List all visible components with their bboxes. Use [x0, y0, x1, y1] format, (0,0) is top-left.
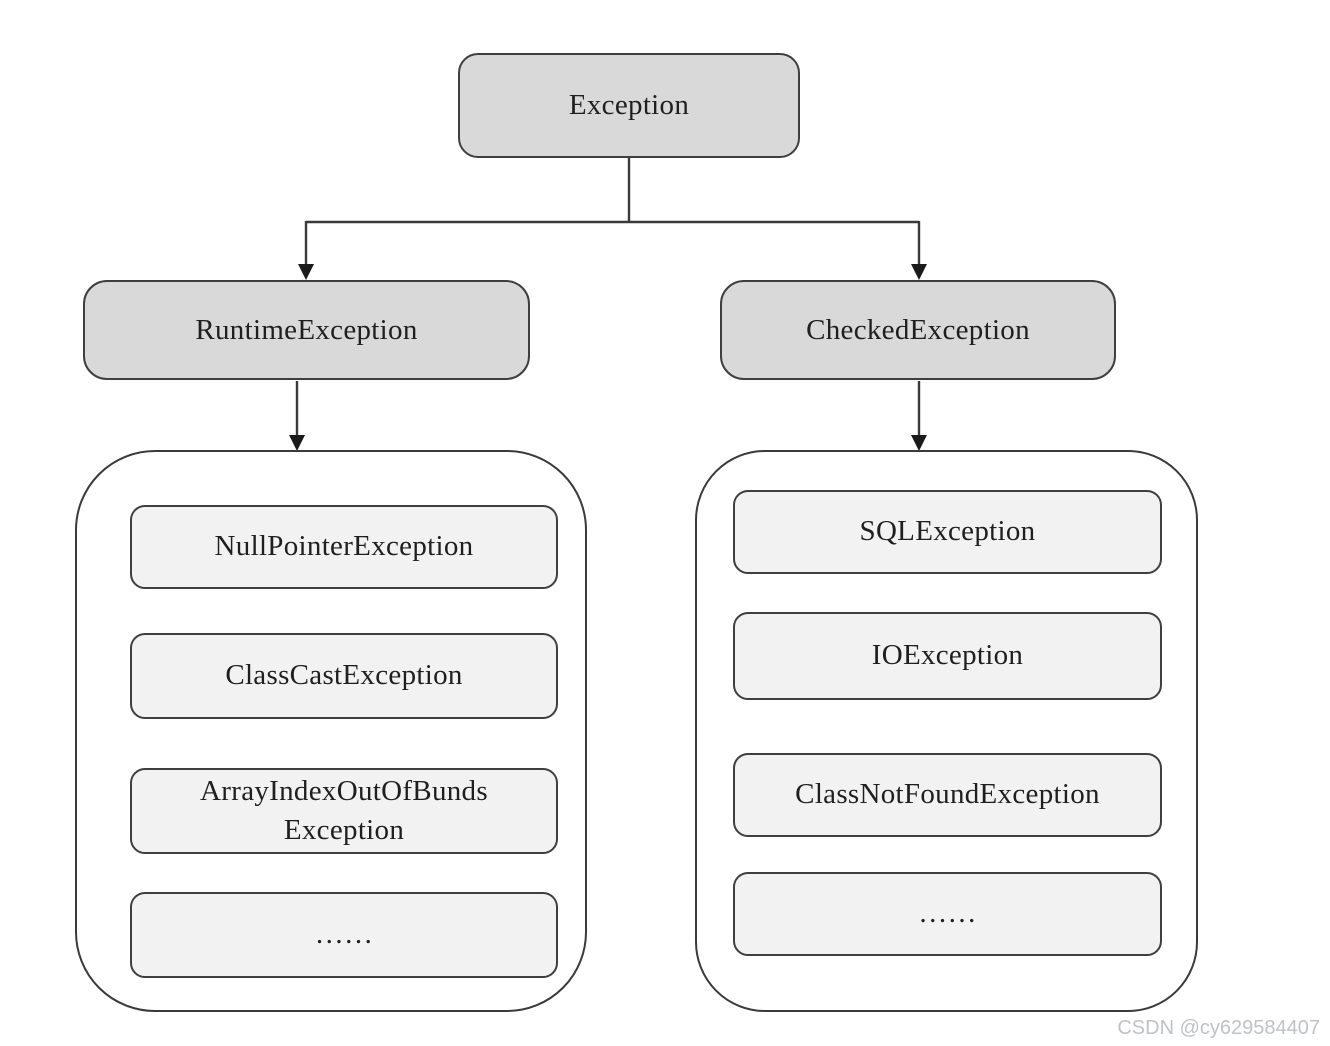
- arrowhead-checked-group: [911, 435, 927, 451]
- node-sql-exception: SQLException: [733, 490, 1162, 574]
- node-arrayindexoutofbunds-exception: ArrayIndexOutOfBunds Exception: [130, 768, 558, 854]
- node-runtime-exception-label: RuntimeException: [195, 313, 418, 346]
- node-classcast-exception-label: ClassCastException: [225, 659, 463, 692]
- node-exception: Exception: [458, 53, 800, 158]
- watermark: CSDN @cy629584407: [1117, 1017, 1320, 1039]
- arrowhead-runtime: [298, 264, 314, 280]
- arrowhead-checked: [911, 264, 927, 280]
- node-nullpointer-exception-label: NullPointerException: [214, 530, 474, 563]
- node-classnotfound-exception: ClassNotFoundException: [733, 753, 1162, 837]
- node-runtime-ellipsis: ……: [130, 892, 558, 978]
- node-nullpointer-exception: NullPointerException: [130, 505, 558, 589]
- node-arrayindexoutofbunds-exception-label: ArrayIndexOutOfBunds Exception: [200, 774, 488, 846]
- node-classnotfound-exception-label: ClassNotFoundException: [795, 778, 1100, 811]
- node-exception-label: Exception: [568, 89, 690, 121]
- node-runtime-exception: RuntimeException: [83, 280, 530, 380]
- arrowhead-runtime-group: [289, 435, 305, 451]
- node-classcast-exception: ClassCastException: [130, 633, 558, 719]
- node-checked-exception: CheckedException: [720, 280, 1116, 380]
- node-runtime-ellipsis-label: ……: [314, 918, 374, 951]
- node-checked-ellipsis-label: ……: [918, 897, 977, 930]
- node-io-exception: IOException: [733, 612, 1162, 700]
- node-checked-exception-label: CheckedException: [806, 313, 1030, 346]
- node-checked-ellipsis: ……: [733, 872, 1162, 956]
- node-io-exception-label: IOException: [871, 639, 1024, 672]
- node-sql-exception-label: SQLException: [859, 515, 1036, 548]
